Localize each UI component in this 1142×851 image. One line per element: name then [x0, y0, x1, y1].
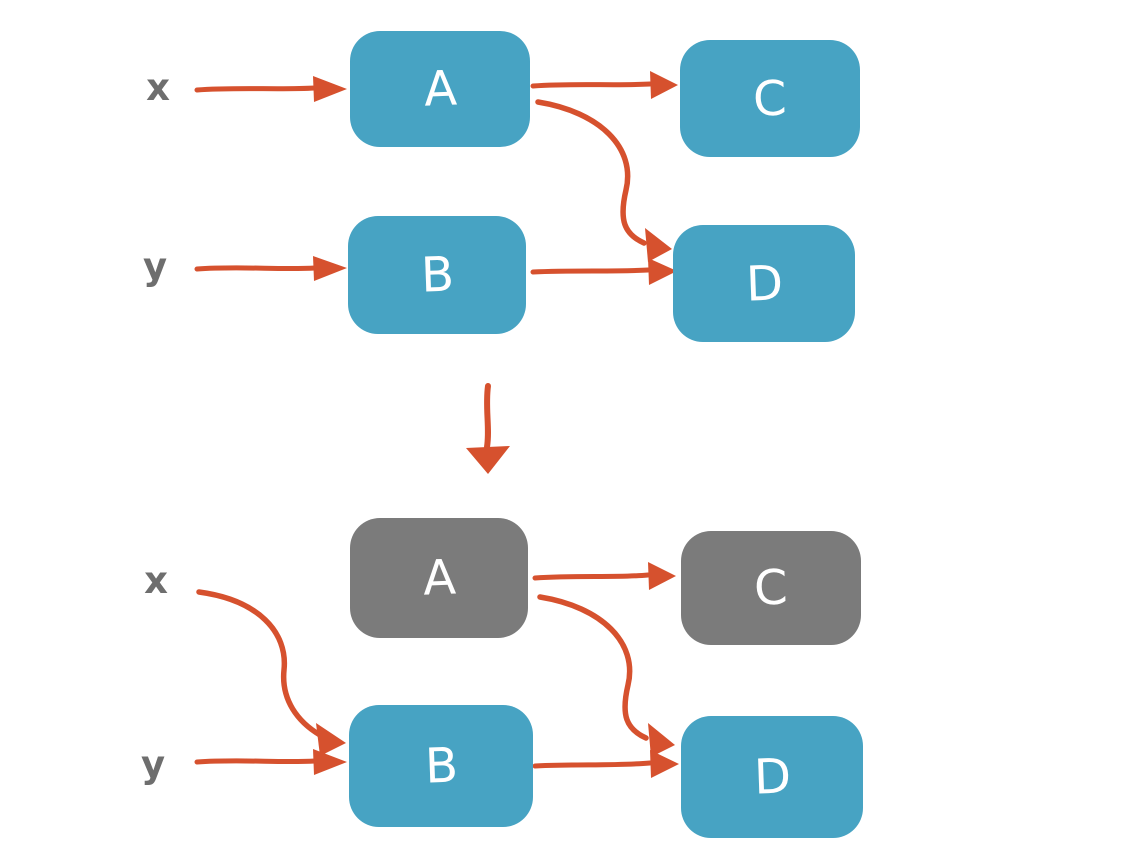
top-edge-y-to-B — [194, 256, 347, 281]
top-input-x-label: x — [146, 66, 170, 109]
bottom-edge-y-to-B — [194, 749, 347, 775]
bottom-node-A: A — [350, 518, 528, 638]
top-edge-x-to-A — [194, 76, 347, 102]
bottom-edge-A-to-C — [532, 562, 676, 590]
top-node-B-label: B — [419, 246, 455, 304]
top-node-D: D — [673, 225, 855, 342]
top-node-B: B — [348, 216, 526, 334]
bottom-edge-x-to-B-curved — [196, 589, 346, 756]
top-node-A: A — [350, 31, 530, 147]
bottom-node-C: C — [681, 531, 861, 645]
bottom-node-B: B — [349, 705, 533, 827]
bottom-node-B-label: B — [423, 737, 459, 795]
bottom-node-D-label: D — [752, 748, 792, 806]
transition-down-arrow — [466, 383, 510, 474]
top-edge-A-to-D-curved — [535, 99, 672, 262]
bottom-node-D: D — [681, 716, 863, 838]
top-node-D-label: D — [744, 254, 784, 313]
bottom-input-y-label: y — [140, 743, 166, 786]
top-edge-B-to-D — [530, 258, 677, 285]
bottom-edge-A-to-D-curved — [537, 594, 675, 757]
top-node-C-label: C — [752, 69, 788, 128]
top-node-C: C — [680, 40, 860, 157]
top-edge-A-to-C — [530, 71, 678, 99]
bottom-node-A-label: A — [421, 549, 457, 607]
bottom-node-C-label: C — [753, 559, 789, 617]
bottom-input-x-label: x — [144, 559, 168, 602]
top-input-y-label: y — [142, 245, 168, 288]
top-node-A-label: A — [422, 60, 458, 118]
bottom-edge-B-to-D — [532, 750, 679, 778]
